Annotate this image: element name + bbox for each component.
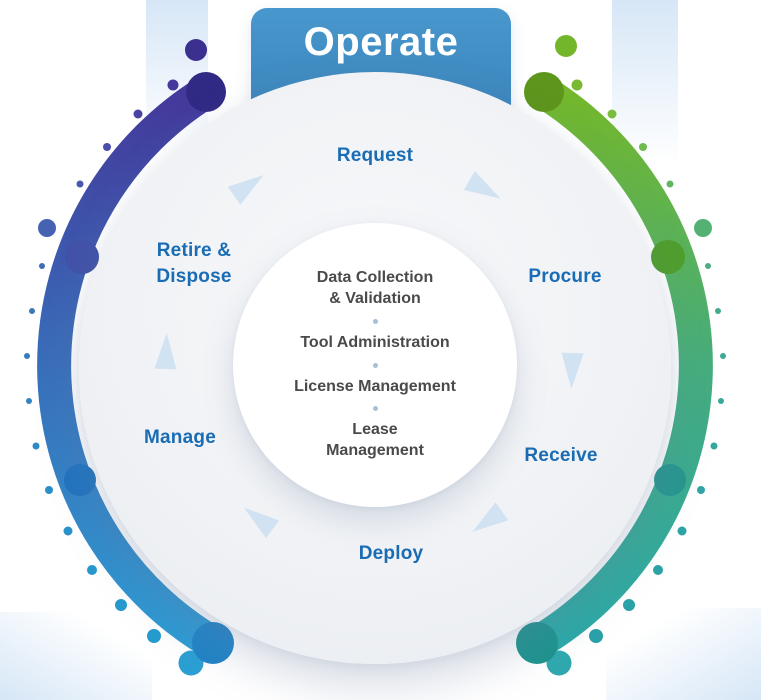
stage-label-deploy: Deploy [358, 543, 424, 564]
separator-dot [372, 362, 378, 368]
arc-left-bead-upper [65, 240, 99, 274]
center-service-item: License Management [294, 377, 456, 395]
arc-right-bead-lower [654, 464, 686, 496]
stage-label-procure: Procure [528, 266, 602, 287]
center-service-item: Tool Administration [300, 333, 450, 351]
banner-label: Operate [303, 20, 459, 64]
arc-right-cap-bottom [516, 622, 558, 664]
center-service-item: Lease Management [326, 421, 424, 460]
background-band-top-right [612, 0, 678, 165]
arc-left-bead-lower [64, 464, 96, 496]
separator-dot [372, 406, 378, 412]
background-band-bottom-right [606, 608, 761, 700]
background-band-bottom-left [0, 612, 152, 700]
stage-label-manage: Manage [144, 427, 216, 448]
stage-label-retire-dispose: Retire & Dispose [156, 240, 232, 287]
arc-right-cap-top [524, 72, 564, 112]
arc-right-bead-upper [651, 240, 685, 274]
arc-left-cap-top [186, 72, 226, 112]
center-service-item: Data Collection & Validation [316, 269, 434, 307]
arc-left-cap-bottom [192, 622, 234, 664]
stage-label-receive: Receive [524, 445, 598, 466]
inner-circle: Data Collection & Validation Tool Admini… [233, 223, 517, 507]
background-band-top-left [146, 0, 208, 148]
separator-dot [372, 318, 378, 324]
stage-label-request: Request [336, 145, 414, 166]
